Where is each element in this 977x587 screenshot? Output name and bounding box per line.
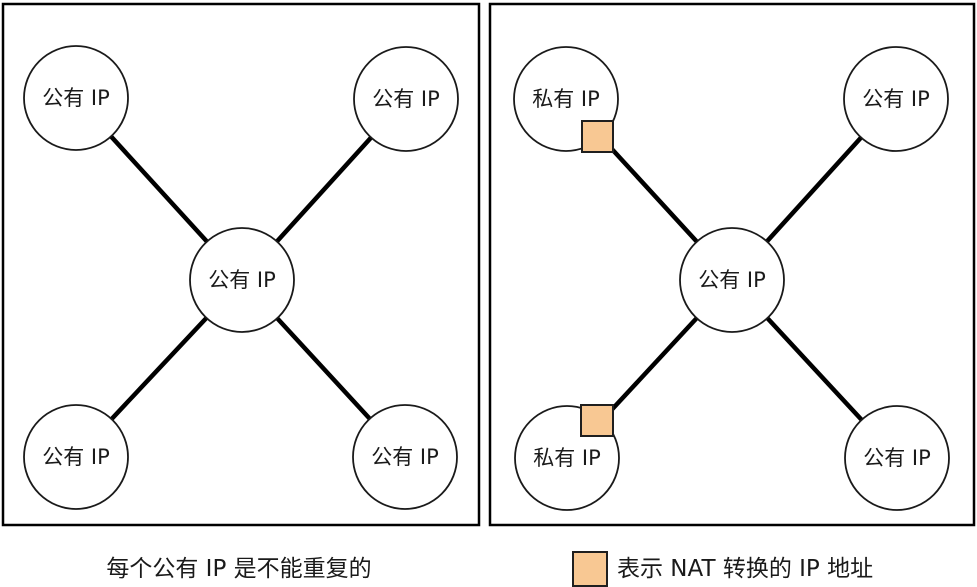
legend-nat-square-swatch <box>572 551 608 587</box>
public-ip-circle <box>352 404 458 510</box>
node-label: 私有 IP <box>532 87 600 111</box>
nat-square-bottom-left <box>580 404 614 437</box>
left-node-top-right: 公有 IP <box>353 46 459 152</box>
right-panel: 私有 IP 公有 IP 私有 IP 公有 IP 公有 IP <box>488 2 976 587</box>
left-node-top-left: 公有 IP <box>23 45 129 151</box>
node-label: 公有 IP <box>862 87 930 111</box>
node-label: 公有 IP <box>863 446 931 470</box>
public-ip-circle <box>23 45 129 151</box>
left-node-center: 公有 IP <box>189 227 295 333</box>
public-ip-circle <box>23 404 129 510</box>
nat-square-top-left <box>581 120 614 153</box>
node-label: 公有 IP <box>371 445 439 469</box>
node-label: 私有 IP <box>533 446 601 470</box>
legend: 表示 NAT 转换的 IP 地址 <box>572 551 873 587</box>
legend-label: 表示 NAT 转换的 IP 地址 <box>617 556 873 582</box>
right-node-bottom-right: 公有 IP <box>844 405 950 511</box>
node-label: 公有 IP <box>42 445 110 469</box>
node-label: 公有 IP <box>208 268 276 292</box>
public-ip-circle <box>679 227 785 333</box>
node-label: 公有 IP <box>698 268 766 292</box>
public-ip-circle <box>843 46 949 152</box>
right-node-center: 公有 IP <box>679 227 785 333</box>
node-label: 公有 IP <box>372 87 440 111</box>
public-ip-circle <box>353 46 459 152</box>
left-node-bottom-right: 公有 IP <box>352 404 458 510</box>
left-node-bottom-left: 公有 IP <box>23 404 129 510</box>
public-ip-circle <box>189 227 295 333</box>
node-label: 公有 IP <box>42 86 110 110</box>
right-node-top-right: 公有 IP <box>843 46 949 152</box>
left-panel: 公有 IP 公有 IP 公有 IP 公有 IP 公有 IP 每个公有 IP 是不… <box>1 2 481 582</box>
left-caption: 每个公有 IP 是不能重复的 <box>106 556 371 582</box>
public-ip-circle <box>844 405 950 511</box>
